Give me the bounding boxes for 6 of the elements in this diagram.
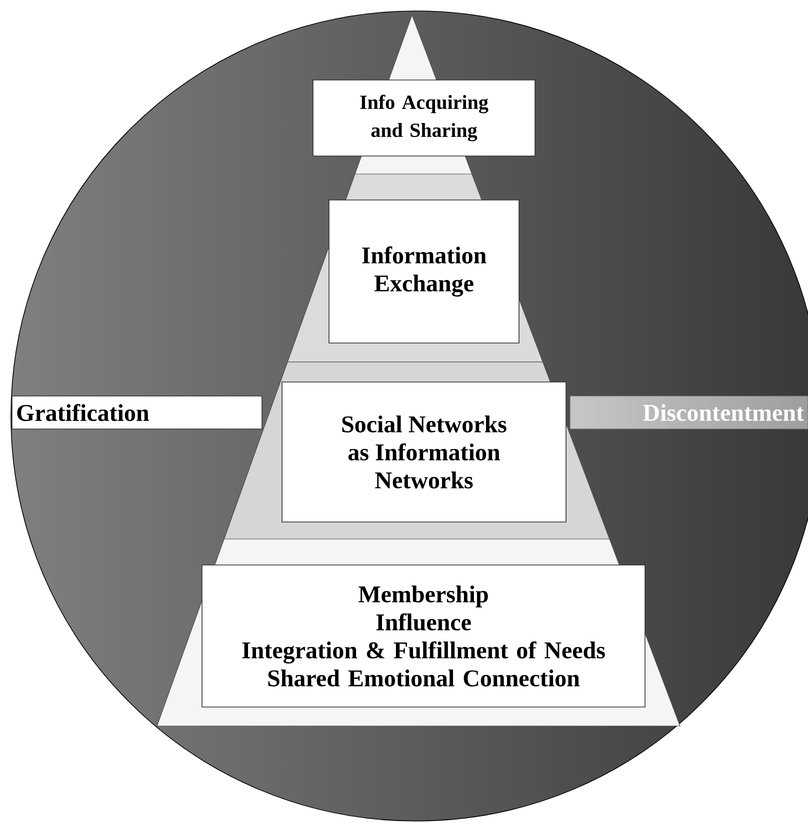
text-box: Membership Influence Integration & Fulfillment of Needs Shared Emotional Connection [202, 564, 646, 708]
text-box: Information Exchange [328, 200, 520, 344]
band-label: Gratification [12, 396, 262, 430]
band-label: Discontentment [570, 396, 808, 430]
text-box: Social Networks as Information Networks [282, 382, 566, 522]
text-box: Info Acquiring and Sharing [312, 80, 536, 156]
